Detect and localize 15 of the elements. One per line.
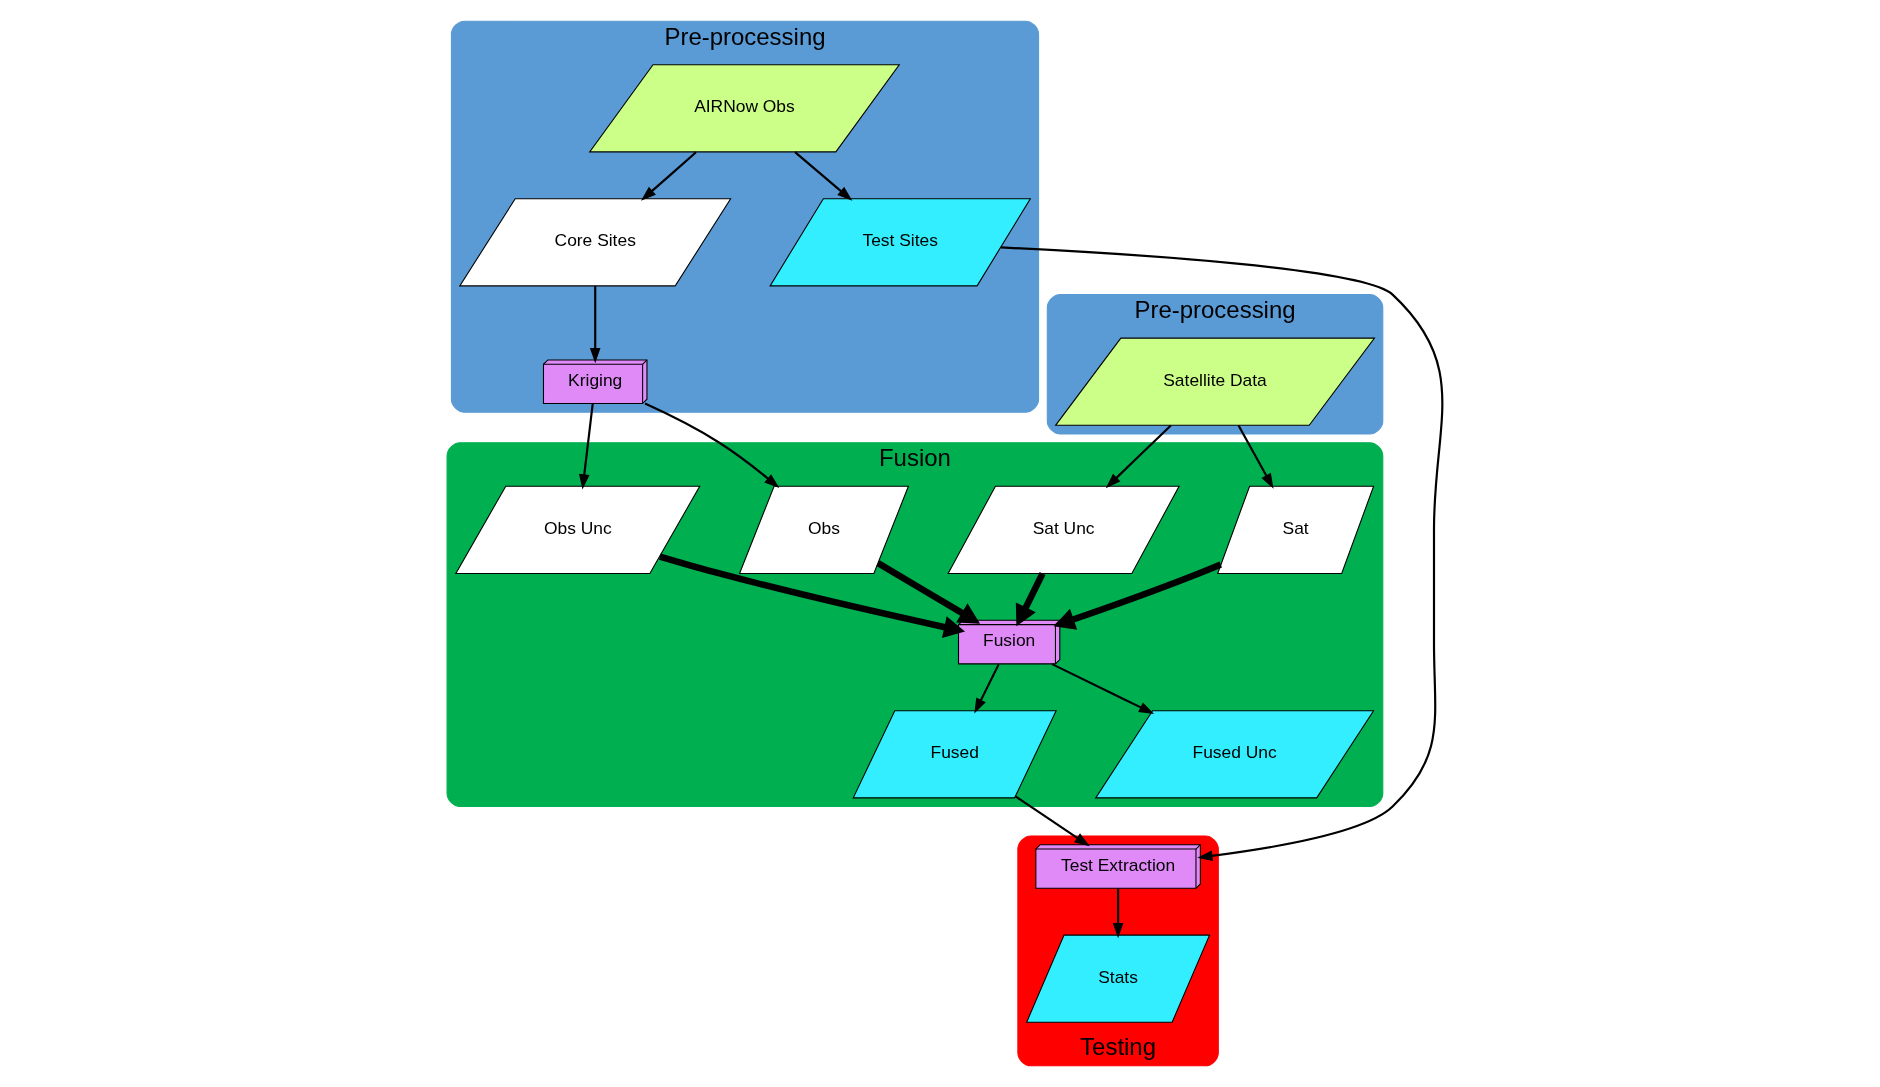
arrow [1105,424,1172,489]
arrow [1112,888,1123,939]
arrow [644,402,779,489]
arrow [1051,663,1154,714]
arrow [793,151,852,201]
arrow [973,663,1000,714]
arrow [875,560,980,624]
arrow [1000,246,1443,862]
arrow [1014,795,1090,847]
arrow [589,286,601,364]
arrow [658,553,965,638]
arrow [578,403,594,490]
arrow [1237,424,1274,489]
arrow [640,151,697,201]
arrow [1015,572,1045,627]
